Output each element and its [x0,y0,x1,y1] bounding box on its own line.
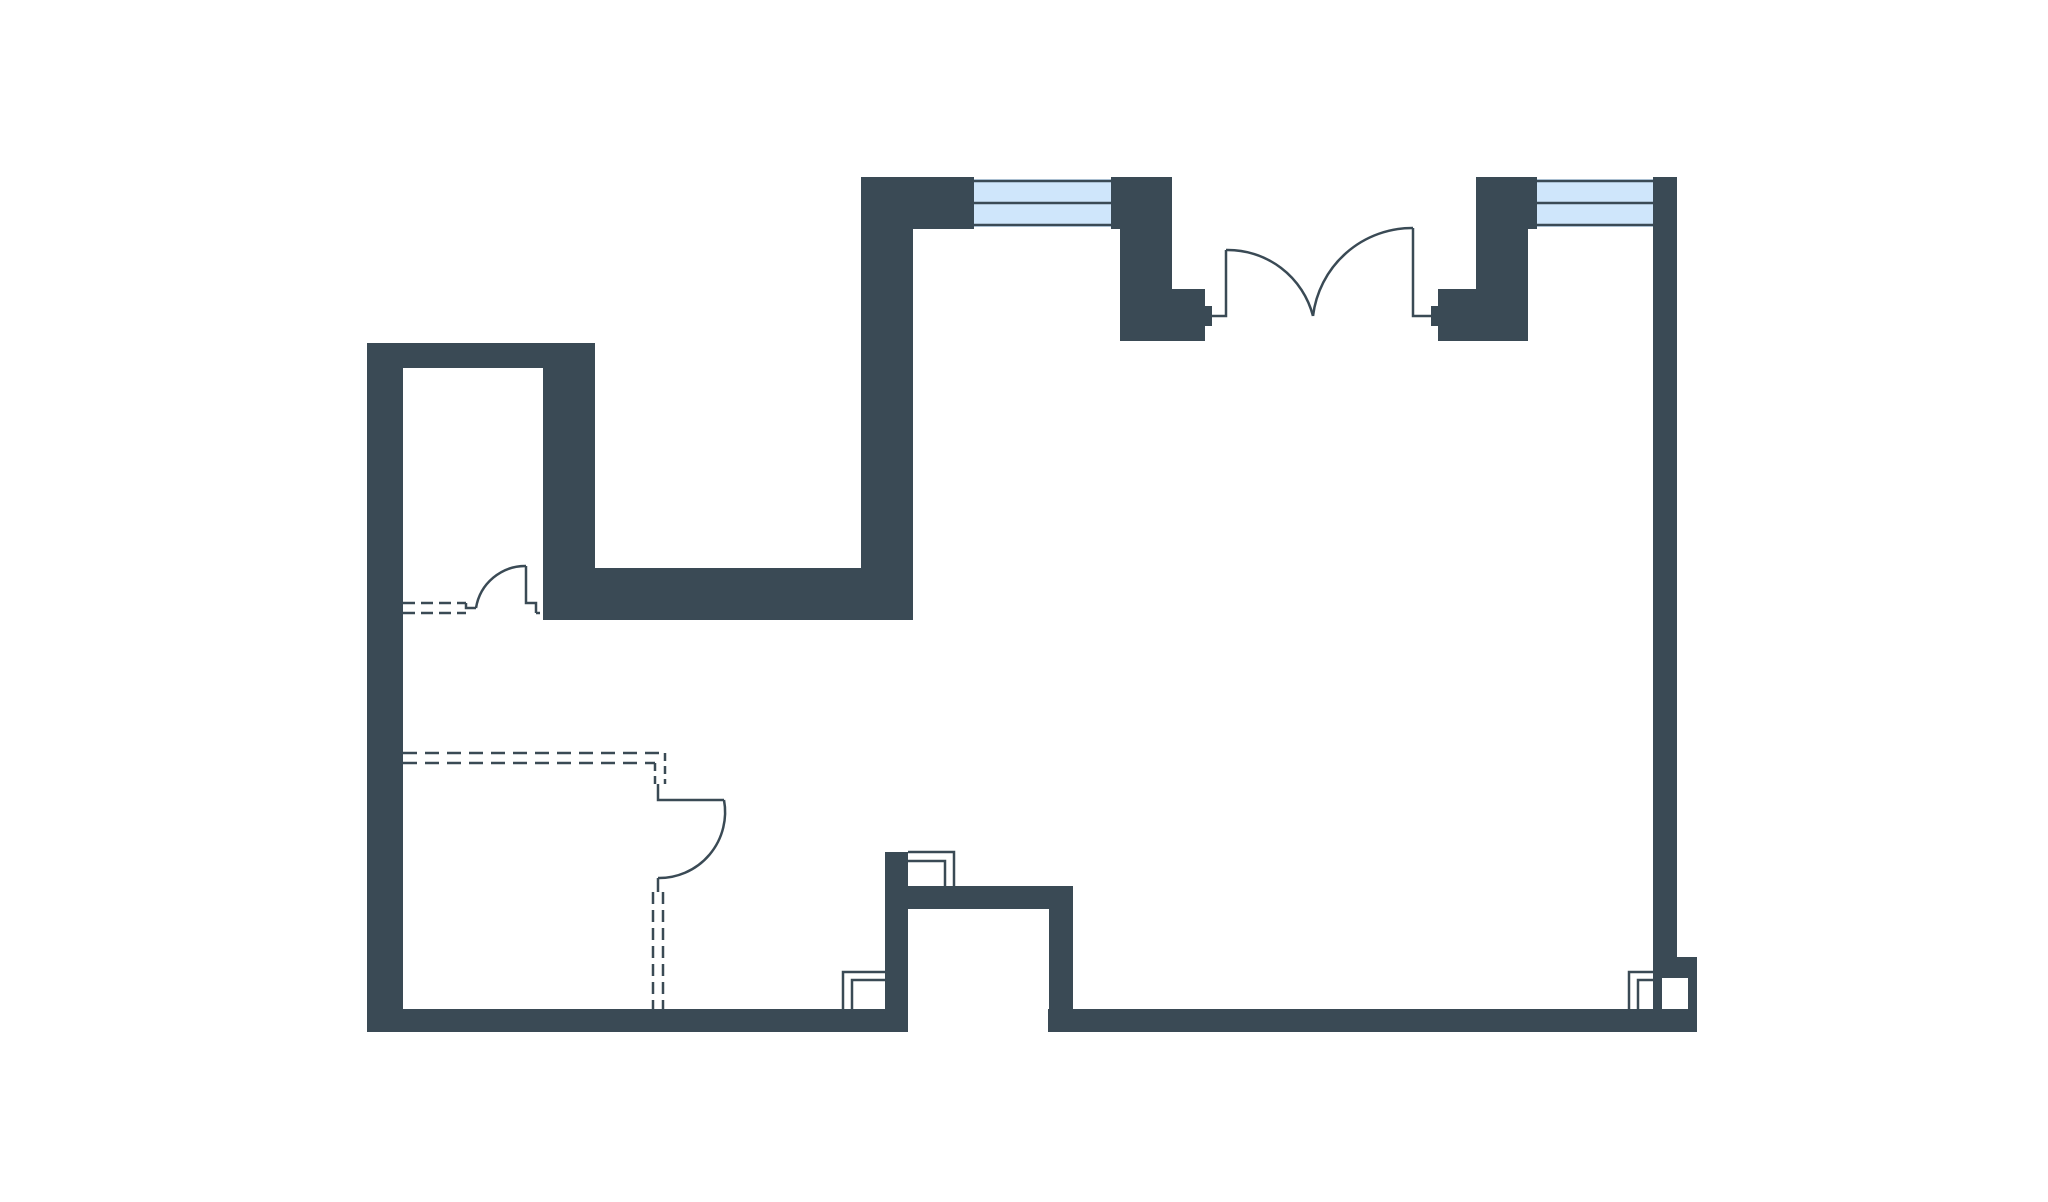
wall-pier-left-foot [1120,289,1205,341]
column-inner-white [1661,977,1689,1009]
wall-alcove-left [885,852,908,1032]
wall-bottom-right [1048,1009,1697,1032]
wall-bottom-left [367,1009,908,1032]
door-arc-left [1225,248,1315,317]
door-jamb-left [1205,306,1212,326]
door-jamb-right [1431,306,1438,326]
wall-notch-right [861,177,913,620]
column-outline [908,850,956,886]
wall-left-exterior [367,343,403,1032]
partitions [403,751,667,1009]
door-arc-right [1311,226,1414,317]
door-swing-icon [1205,226,1438,326]
window-top-right [1537,179,1653,227]
column-outline [1627,970,1653,1009]
door-arc [474,564,527,609]
column-outline [1660,976,1690,1009]
door-arc [657,799,727,880]
column-outline [841,970,885,1009]
window-top-left [974,179,1111,227]
wall-right-exterior [1653,177,1677,1032]
column-icon [1627,970,1690,1009]
columns [841,850,1690,1009]
door-swing-icon [403,564,543,615]
wall-pier-right-foot [1438,289,1528,341]
door-leaf-left [1212,250,1228,318]
door-swing-icon [656,784,727,892]
column-outline [850,978,885,1009]
column-icon [841,970,885,1009]
door-leaf [464,603,476,610]
column-outline [908,859,947,886]
wall-notch-bottom [543,568,913,620]
door-leaf-right [1411,228,1431,318]
wall-top-left-segment [861,177,974,229]
door-leaf [656,784,724,802]
walls [367,177,1697,1032]
wall-alcove-right [1049,886,1073,1032]
doors [403,226,1438,892]
windows [974,179,1653,227]
wall-alcove-top [885,886,1073,909]
door-leaf [524,566,538,613]
column-icon [908,850,956,886]
column-outline [1636,978,1653,1009]
